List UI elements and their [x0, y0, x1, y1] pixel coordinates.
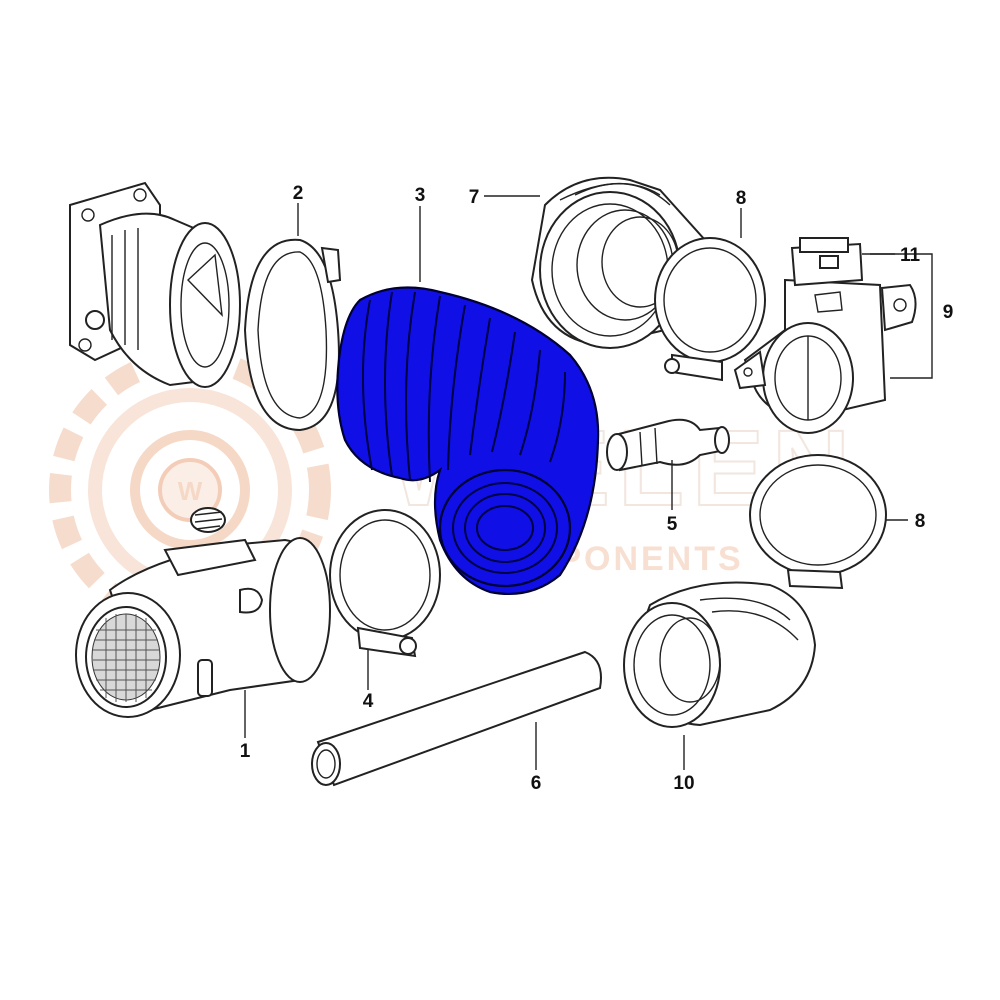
callout-4: 4	[363, 691, 374, 712]
watermark-logo-letter: W	[178, 476, 203, 506]
callout-8-lower: 8	[915, 511, 926, 532]
throttle-position-sensor	[790, 237, 864, 287]
hose-clamp-2	[243, 238, 342, 432]
callout-6: 6	[531, 773, 542, 794]
intake-adapter-10	[623, 581, 817, 728]
hose-clamp-8-lower	[749, 454, 887, 590]
intake-flange-adapter	[69, 181, 241, 388]
callout-11: 11	[900, 245, 921, 266]
straight-tube	[311, 650, 602, 787]
hose-clamp-4	[329, 509, 441, 658]
callout-7: 7	[469, 187, 480, 208]
hose-clamp-8-upper	[654, 237, 766, 382]
callout-3: 3	[415, 185, 426, 206]
callout-10: 10	[673, 773, 694, 794]
callout-labels: 1 2 3 4 5 6 7 8 8 9 10 11	[240, 183, 954, 794]
air-mass-meter	[75, 507, 331, 718]
throttle-body	[733, 278, 917, 434]
intake-bellows-boot-highlighted	[336, 286, 600, 596]
callout-5: 5	[667, 514, 678, 535]
callout-9: 9	[943, 302, 954, 323]
callout-2: 2	[293, 183, 304, 204]
leader-lines	[244, 195, 933, 770]
callout-1: 1	[240, 741, 251, 762]
leader-9	[870, 253, 933, 379]
callout-8-upper: 8	[736, 188, 747, 209]
elbow-fitting	[606, 418, 730, 472]
